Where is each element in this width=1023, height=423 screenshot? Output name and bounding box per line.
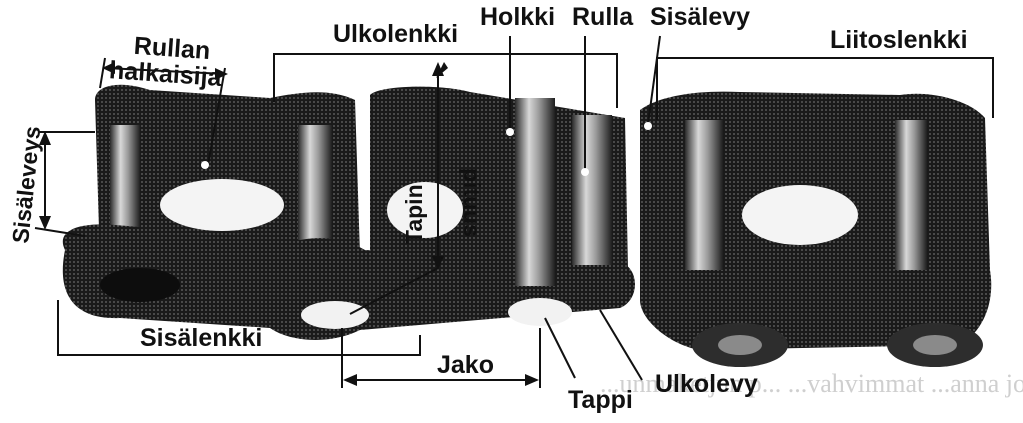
arrow-right-jako — [525, 374, 539, 386]
arrowheads — [39, 62, 539, 386]
arrow-left-jako — [343, 374, 357, 386]
connecting-link-right — [640, 91, 992, 367]
label-ulkolenkki: Ulkolenkki — [333, 20, 458, 48]
label-tappi: Tappi — [568, 386, 633, 414]
label-rullan-halkaisija: Rullan halkaisija — [108, 32, 223, 92]
arrow-right-rullan — [215, 68, 228, 80]
label-ulkolevy: Ulkolevy — [655, 370, 758, 398]
label-sisaleveys: Sisäleveys — [7, 125, 45, 245]
label-liitoslenkki: Liitoslenkki — [830, 26, 968, 54]
leader-dots — [201, 122, 652, 176]
annotation-lines — [34, 35, 994, 388]
center-bushing — [370, 86, 628, 286]
label-sisalevy: Sisälevy — [650, 3, 750, 31]
background-text: ...unmaketjun p... ...vahvimmat ...anna … — [600, 369, 1023, 398]
label-rulla: Rulla — [572, 3, 634, 31]
arrow-ulkolenkki — [436, 62, 448, 78]
label-jako: Jako — [437, 351, 494, 379]
label-pituus: pituus — [459, 168, 485, 237]
outer-plate-left — [62, 224, 636, 340]
label-holkki: Holkki — [480, 3, 555, 31]
arrow-up-sisaleveys — [39, 131, 51, 145]
arrow-down-tapin — [432, 256, 444, 270]
arrow-left-rullan — [102, 62, 115, 74]
label-sisalenkki: Sisälenkki — [140, 324, 262, 352]
label-rullan-line1: Rullan — [133, 32, 211, 65]
label-tapin: Tapin — [401, 184, 427, 244]
arrow-down-sisaleveys — [39, 216, 51, 230]
